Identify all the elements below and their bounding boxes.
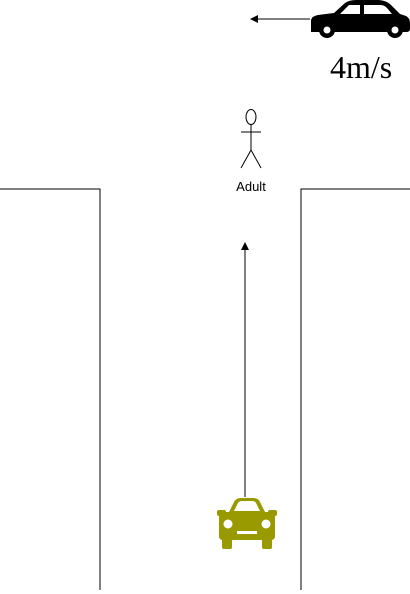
moving-car: 4m/s: [250, 0, 410, 85]
ego-car: [217, 242, 277, 549]
road-right-edge: [300, 188, 410, 590]
pedestrian: Adult: [236, 109, 266, 194]
pedestrian-label: Adult: [236, 179, 266, 194]
car-side-icon: [311, 0, 410, 38]
stick-figure-icon: [240, 109, 262, 169]
road-left-edge: [0, 188, 101, 590]
speed-label: 4m/s: [330, 49, 392, 85]
car-front-icon: [217, 498, 277, 549]
road: [0, 188, 410, 590]
